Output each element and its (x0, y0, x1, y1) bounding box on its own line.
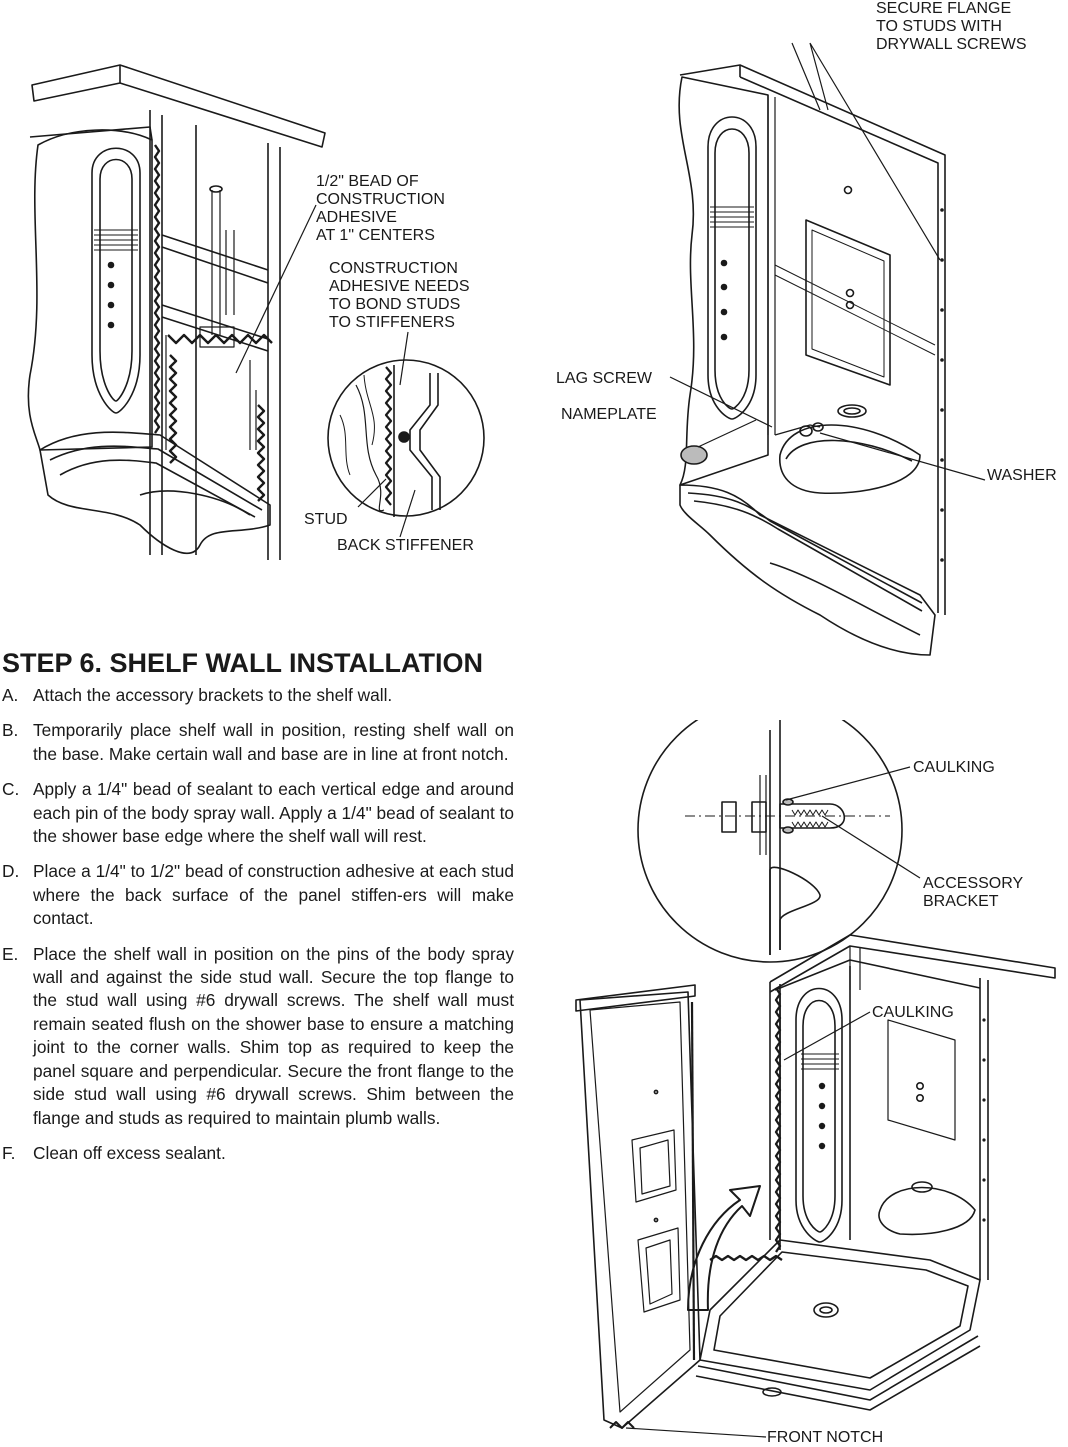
label-adhesive-note: CONSTRUCTION ADHESIVE NEEDS TO BOND STUD… (329, 260, 470, 331)
step-item: B.Temporarily place shelf wall in positi… (2, 720, 514, 764)
label-back-stiffener: BACK STIFFENER (337, 537, 474, 554)
step-item: D.Place a 1/4" to 1/2" bead of construct… (2, 861, 514, 929)
step-item: F.Clean off excess sealant. (2, 1142, 226, 1163)
label-stud: STUD (304, 511, 348, 528)
label-adhesive-bead: 1/2" BEAD OF CONSTRUCTION ADHESIVE AT 1"… (316, 173, 445, 244)
label-accessory-bracket: ACCESSORY BRACKET (923, 875, 1024, 910)
figure-corner-wall-lag-screw (669, 42, 986, 656)
step-item: C.Apply a 1/4" bead of sealant to each v… (2, 779, 514, 847)
label-secure-flange: SECURE FLANGE TO STUDS WITH DRYWALL SCRE… (876, 0, 1027, 53)
label-caulking: CAULKING (872, 1004, 954, 1021)
label-front-notch: FRONT NOTCH (767, 1429, 884, 1446)
step-item: E.Place the shelf wall in position on th… (2, 943, 514, 1128)
label-caulking-detail: CAULKING (913, 759, 995, 776)
figure-adhesive-installation (27, 64, 485, 560)
step-instructions: A.Attach the accessory brackets to the s… (2, 684, 514, 1177)
step-item: A.Attach the accessory brackets to the s… (2, 685, 393, 705)
step-title: STEP 6. SHELF WALL INSTALLATION (2, 648, 484, 678)
figure-shelf-wall-installation (575, 720, 1056, 1438)
label-washer: WASHER (987, 467, 1057, 484)
label-nameplate: NAMEPLATE (561, 406, 657, 423)
label-lag-screw: LAG SCREW (556, 370, 653, 387)
